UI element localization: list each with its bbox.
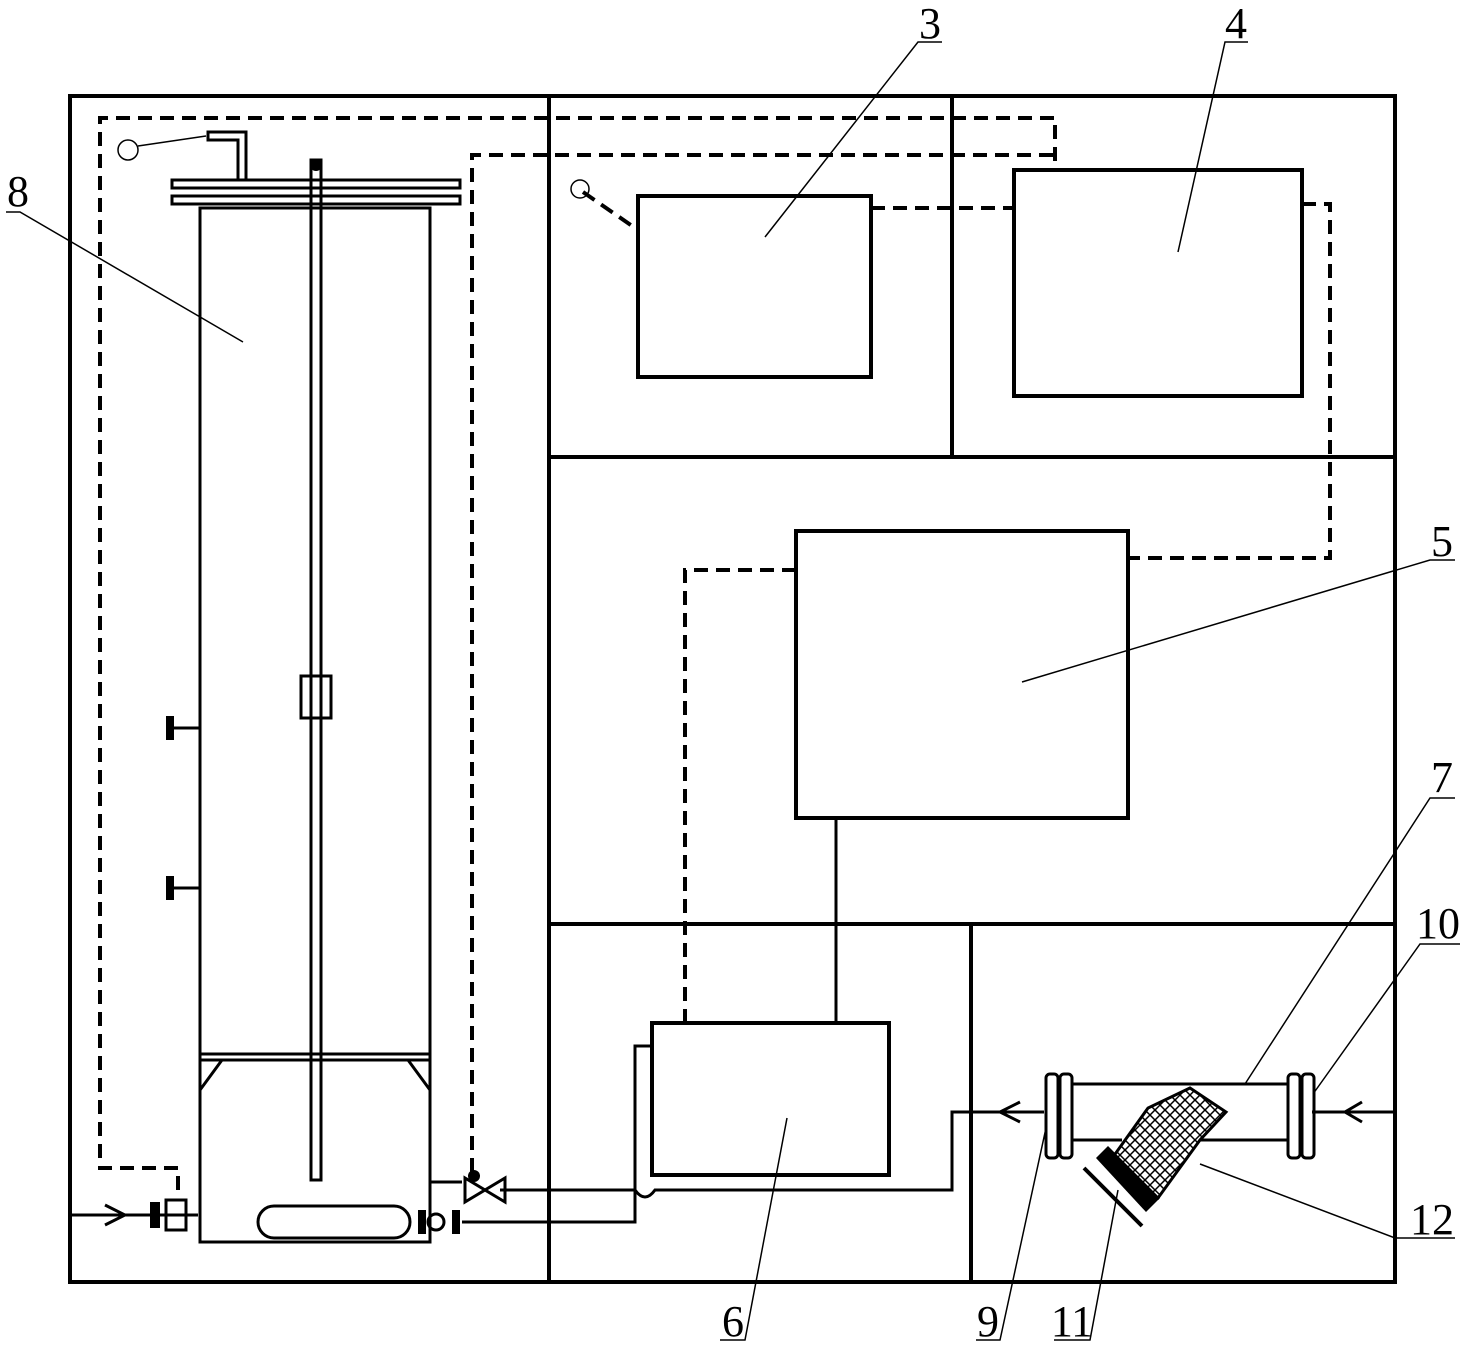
enclosure-frame [68,94,1397,1284]
box-4 [1012,168,1304,398]
tank-stirrer-shaft [309,158,323,1182]
flange-10-a [1286,1072,1302,1160]
leader-7 [1244,797,1455,1085]
dashed-line-4-to-5 [1128,202,1332,560]
arrow-outlet [104,1203,129,1227]
label-4: 4 [1225,0,1247,48]
label-10: 10 [1416,899,1460,948]
box-6 [650,1021,891,1177]
tank-nozzle-upper [166,716,174,740]
label-8: 8 [7,167,29,216]
tank-support-braces [198,1059,432,1091]
tank-nozzle-lower [166,876,174,900]
pipes [70,818,1395,1227]
valve-outlet-left [150,1202,160,1228]
strainer-cap-11 [1096,1146,1160,1212]
tank-vent-pipe [206,130,248,180]
tank-stirrer-hub [310,159,322,171]
leader-9 [976,1127,1047,1341]
dashed-line-inner-loop [470,153,1055,1172]
flange-9-a [1044,1072,1060,1160]
check-valve-sensor [468,1170,480,1182]
valve-heater-right [452,1210,460,1234]
pipe-to-box-6 [633,1044,652,1190]
sensor-circle-3 [570,179,590,199]
box-5 [794,529,1130,820]
valve-heater-body [426,1212,446,1232]
flange-10-b [1300,1072,1316,1160]
pipe-heater-outlet [462,1190,637,1224]
label-11: 11 [1051,1297,1093,1346]
leader-8 [6,211,244,343]
label-7: 7 [1431,753,1453,802]
signal-lines [98,116,1332,1190]
strainer-cap-11-rim [1082,1166,1144,1228]
arrow-filter-out [996,1100,1021,1124]
tank-body [198,206,432,1244]
tank-coupling [299,674,333,720]
tank-flange-bottom [170,194,462,206]
dashed-line-outer-loop [98,116,1057,1190]
flange-9-b [1058,1072,1074,1160]
valve-heater-left [418,1210,426,1234]
leader-12 [1199,1163,1455,1239]
dashed-line-5-to-6 [683,568,796,1023]
leader-11 [1054,1189,1119,1341]
label-6: 6 [722,1297,744,1346]
tank-8 [117,130,507,1244]
arrow-inlet [1342,1100,1363,1124]
sensor-circle-tank [117,139,139,161]
check-valve [463,1175,507,1205]
dashed-line-sensor-3 [581,190,640,232]
leader-4 [1177,41,1248,253]
part-labels: 3 4 5 6 7 8 9 10 11 12 [7,0,1460,1346]
leader-lines [6,41,1460,1341]
label-3: 3 [919,0,941,48]
leader-5 [1021,559,1455,683]
tank-heater [256,1204,412,1240]
leader-6 [720,1117,788,1341]
box-3 [636,194,873,379]
leader-10 [1312,943,1460,1095]
tank-flange-top [170,178,462,190]
outer-frame [68,94,1397,1284]
valve-outlet-body [164,1198,188,1232]
sensor-leader-tank [137,135,207,147]
label-5: 5 [1431,517,1453,566]
label-9: 9 [977,1297,999,1346]
leader-3 [764,41,942,238]
strainer-7 [1044,1072,1316,1228]
label-12: 12 [1410,1195,1454,1244]
